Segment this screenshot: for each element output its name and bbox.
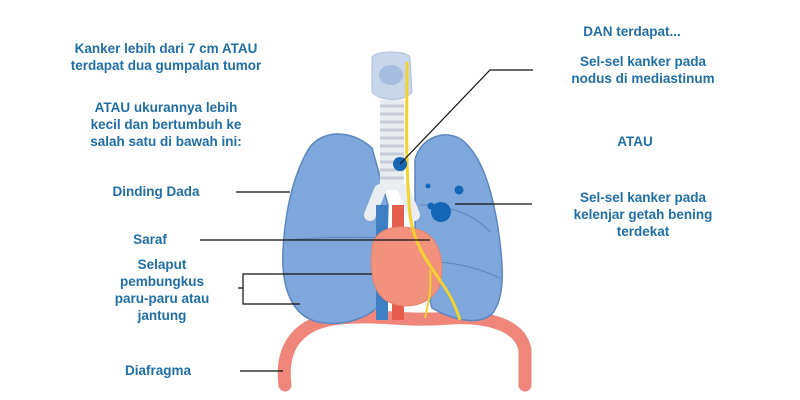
pleura-line-2: pembungkus	[119, 274, 204, 289]
larynx-detail	[379, 65, 403, 85]
vagus-nerve-branch	[424, 269, 432, 319]
chest-wall-label: Dinding Dada	[112, 184, 200, 199]
pleura-line-3: paru-paru atau	[114, 291, 210, 306]
nearby-nodes-line-2: kelenjar getah bening	[573, 207, 713, 222]
left-intro-line-1: Kanker lebih dari 7 cm ATAU	[74, 41, 258, 56]
vagus-nerve	[405, 61, 462, 321]
left-or-line-2: kecil dan bertumbuh ke	[90, 117, 242, 132]
mediastinal-line-2: nodus di mediastinum	[571, 71, 715, 86]
leader-mediastinal	[399, 69, 533, 165]
left-or-line-1: ATAU ukurannya lebih	[94, 100, 238, 115]
lung-tumor-small	[427, 202, 435, 210]
nerve-label: Saraf	[133, 232, 167, 247]
left-lung	[282, 133, 389, 325]
left-intro-line-2: terdapat dua gumpalan tumor	[70, 58, 262, 73]
pleura-line-4: jantung	[137, 308, 187, 323]
diaphragm-label: Diafragma	[124, 363, 192, 378]
leader-pleura	[238, 273, 372, 305]
mediastinal-line-1: Sel-sel kanker pada	[579, 54, 707, 69]
left-or-label: ATAU ukurannya lebih kecil dan bertumbuh…	[66, 99, 266, 150]
nearby-nodes-line-3: terdekat	[616, 224, 670, 239]
lung-tumor	[431, 202, 451, 222]
nearby-nodes-label: Sel-sel kanker pada kelenjar getah benin…	[548, 189, 738, 240]
left-or-line-3: salah satu di bawah ini:	[90, 134, 242, 149]
left-intro-label: Kanker lebih dari 7 cm ATAU terdapat dua…	[46, 40, 286, 74]
nearby-nodes-line-1: Sel-sel kanker pada	[579, 190, 707, 205]
pleura-label: Selaput pembungkus paru-paru atau jantun…	[92, 256, 232, 324]
pleura-line-1: Selaput	[137, 257, 187, 272]
heart	[370, 226, 443, 307]
diaphragm-shape	[277, 310, 532, 392]
right-or-label: ATAU	[617, 134, 653, 149]
lymph-node	[425, 183, 431, 189]
lung-tumor-upper	[454, 185, 464, 195]
right-intro-label: DAN terdapat...	[583, 24, 681, 39]
mediastinal-label: Sel-sel kanker pada nodus di mediastinum	[548, 53, 738, 87]
